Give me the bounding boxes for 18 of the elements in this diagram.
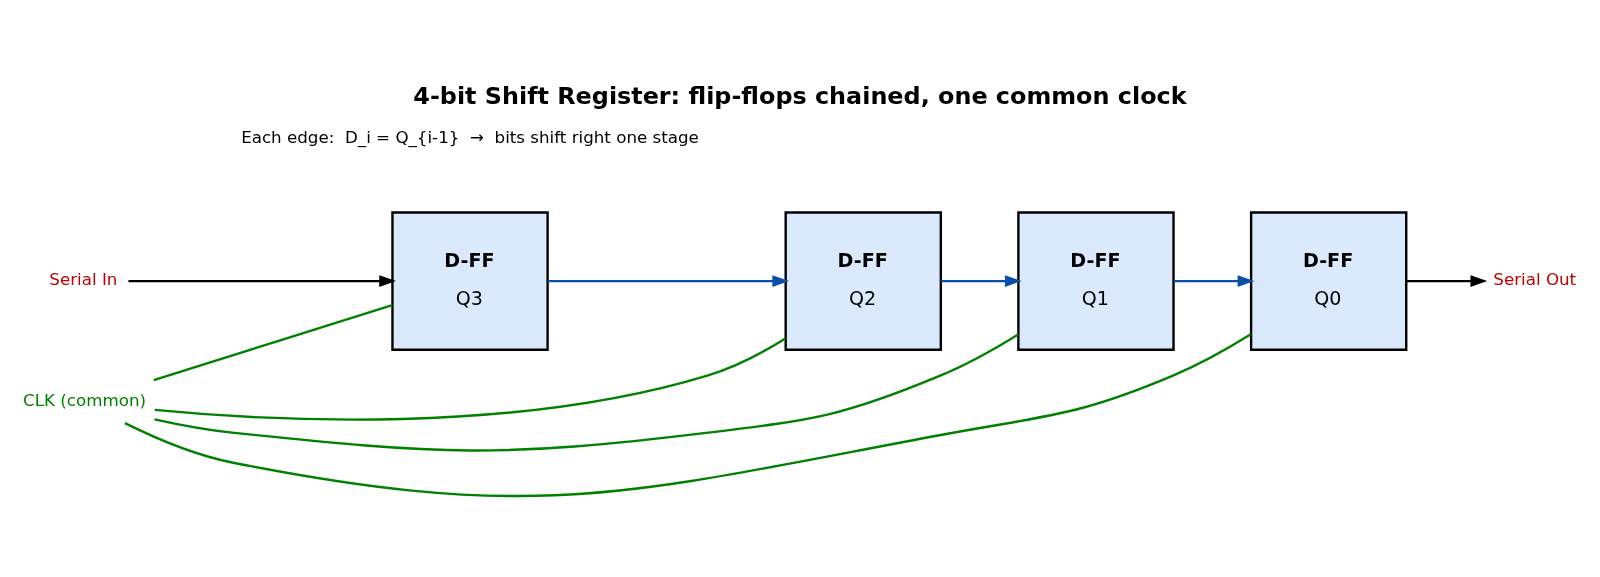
connector xyxy=(124,332,1252,497)
arrow xyxy=(1406,274,1488,287)
connector xyxy=(154,336,787,421)
label: Each edge: D_i = Q_{i-1} → bits shift right one stage xyxy=(241,126,699,147)
connector xyxy=(153,303,393,381)
node-text: CLK (common) xyxy=(23,389,147,410)
node-box: D-FF Q3 xyxy=(391,210,549,351)
node-text: Serial In xyxy=(49,268,118,289)
node-box: D-FF Q2 xyxy=(784,210,942,351)
connector xyxy=(154,332,1019,452)
arrow xyxy=(128,274,396,287)
diagram-title: 4-bit Shift Register: flip-flops chained, one common clock xyxy=(413,81,1187,110)
node-text: Serial Out xyxy=(1493,268,1577,289)
node-box: D-FF Q0 xyxy=(1249,210,1408,351)
arrow xyxy=(547,274,790,287)
arrow xyxy=(941,274,1022,287)
node-box: D-FF Q1 xyxy=(1017,210,1175,351)
arrow xyxy=(1173,274,1255,287)
